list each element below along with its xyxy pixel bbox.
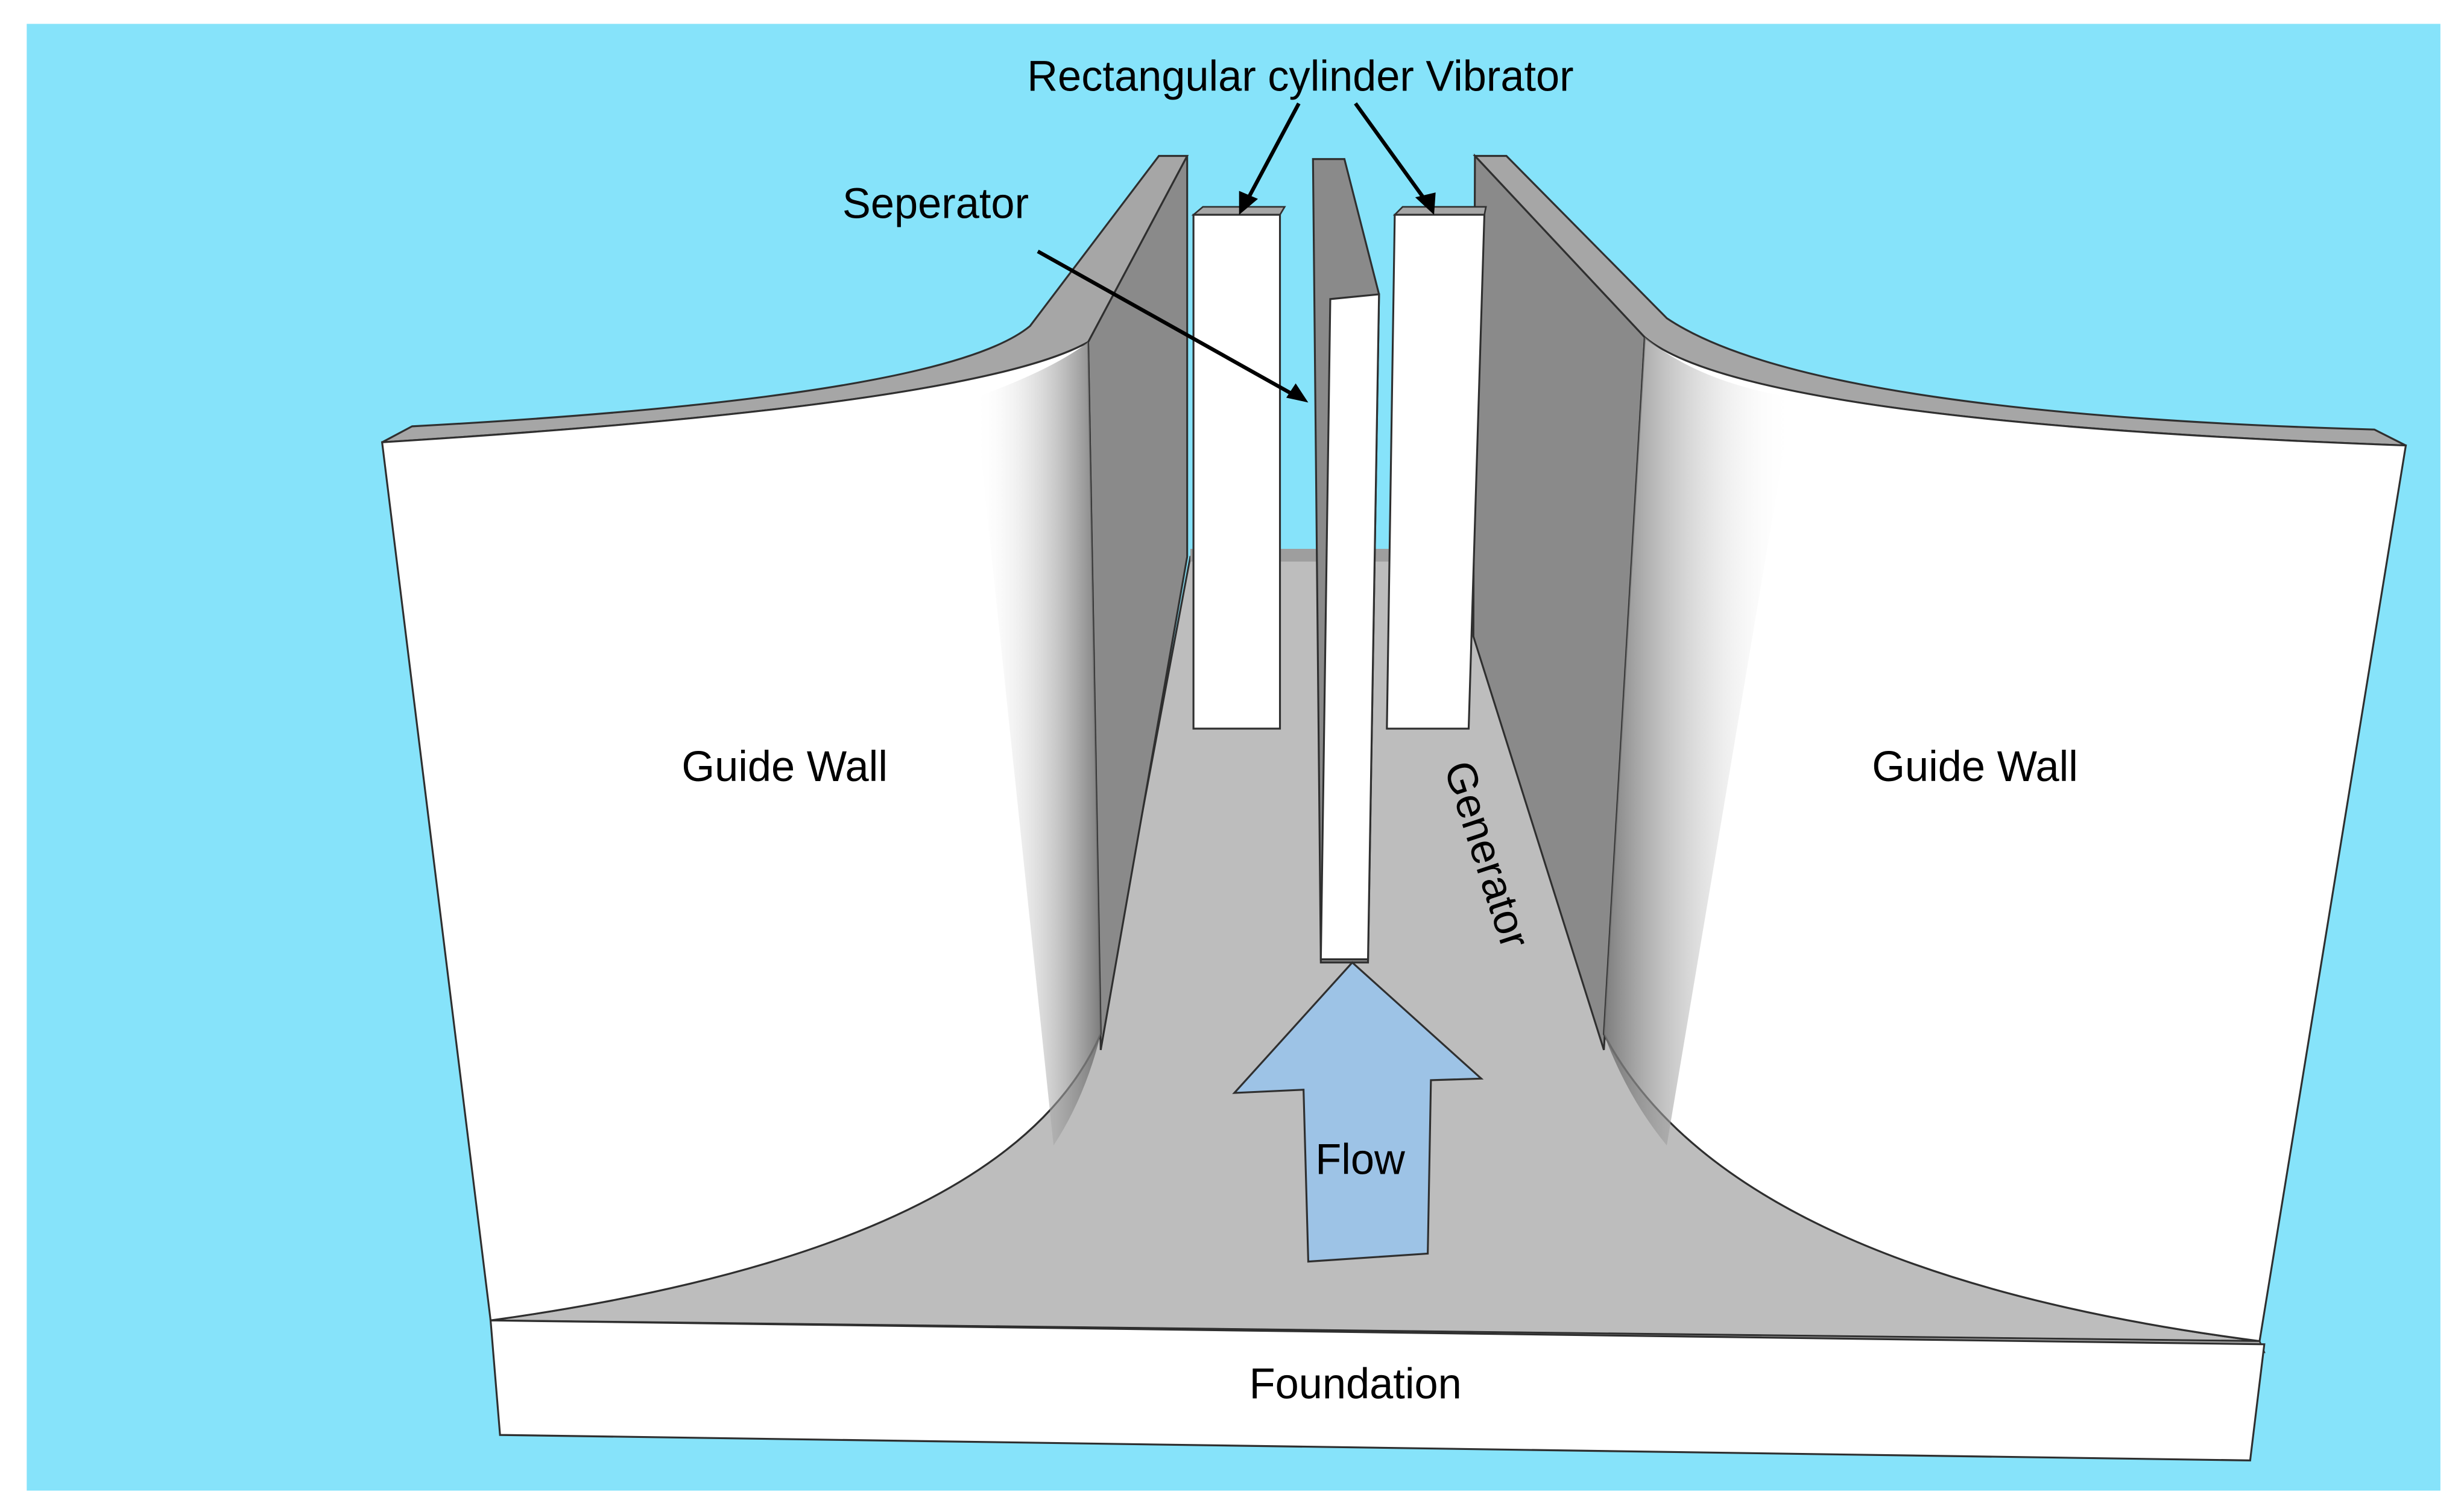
vibrator-left [1192,214,1281,730]
guide-wall-right-front [1603,335,2407,1343]
label-flow: Flow [1315,1136,1405,1183]
foundation-front [489,1319,2266,1461]
label-foundation: Foundation [1249,1360,1462,1408]
guide-wall-right-shading [1603,337,1793,1146]
label-seperator: Seperator [842,180,1029,227]
flow-arrow [1232,961,1484,1263]
label-guide-wall-left: Guide Wall [681,743,888,791]
leader-arrowheads [1239,191,1436,403]
leader-lines [1037,102,1430,400]
label-rectangular-cylinder-vibrator: Rectangular cylinder Vibrator [1027,52,1573,100]
vibrator-right-top [1392,206,1487,216]
guide-wall-left-shading [975,342,1101,1146]
label-guide-wall-right: Guide Wall [1872,743,2078,791]
seperator-front [1319,293,1380,961]
vibrator-right [1386,214,1486,730]
